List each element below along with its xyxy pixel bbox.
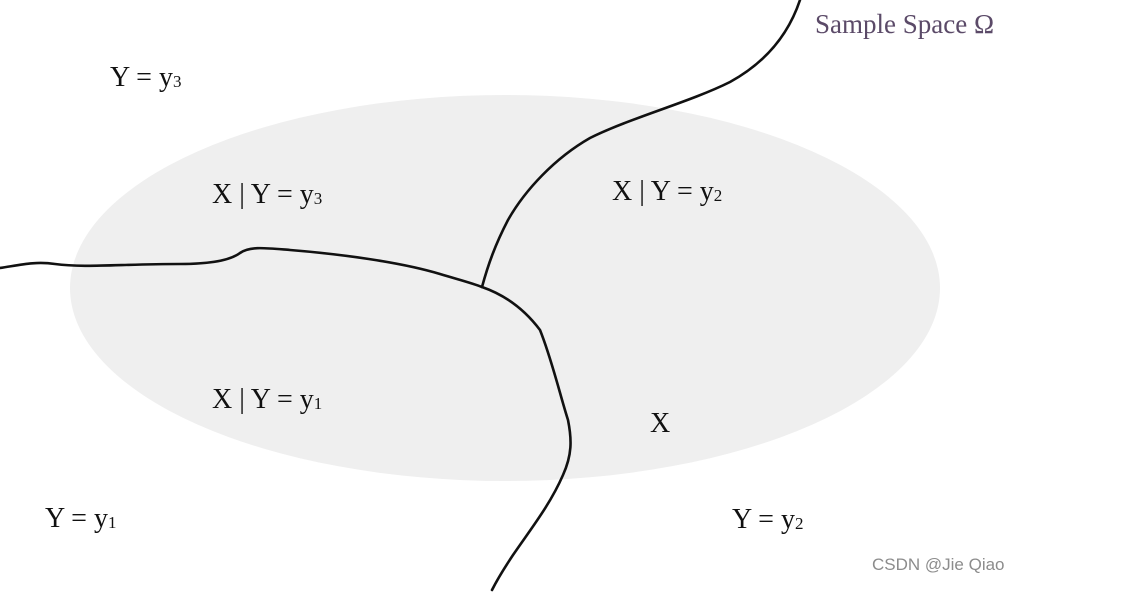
label-main: X | Y = y	[212, 179, 314, 210]
label-subscript: 3	[314, 189, 323, 208]
label-y-equals-y3: Y = y3	[110, 62, 181, 93]
partition-boundary-bottom	[480, 285, 572, 592]
partition-boundary-top	[480, 0, 802, 289]
label-main: Y = y	[732, 504, 795, 535]
label-y-equals-y2: Y = y2	[732, 504, 803, 535]
label-x: X	[650, 408, 670, 439]
label-subscript: 1	[314, 394, 323, 413]
label-x-given-y3: X | Y = y3	[212, 179, 322, 210]
label-main: Y = y	[110, 62, 173, 93]
label-main: X | Y = y	[212, 384, 314, 415]
sample-space-title: Sample Space Ω	[815, 9, 994, 39]
label-main: X | Y = y	[612, 176, 714, 207]
event-x-ellipse	[70, 95, 940, 481]
label-subscript: 1	[108, 513, 117, 532]
label-main: Y = y	[45, 503, 108, 534]
watermark: CSDN @Jie Qiao	[872, 555, 1005, 574]
label-y-equals-y1: Y = y1	[45, 503, 116, 534]
label-x-given-y1: X | Y = y1	[212, 384, 322, 415]
label-x-given-y2: X | Y = y2	[612, 176, 722, 207]
label-subscript: 2	[795, 514, 804, 533]
label-subscript: 3	[173, 72, 182, 91]
label-subscript: 2	[714, 186, 723, 205]
partition-boundary-left	[0, 246, 484, 289]
